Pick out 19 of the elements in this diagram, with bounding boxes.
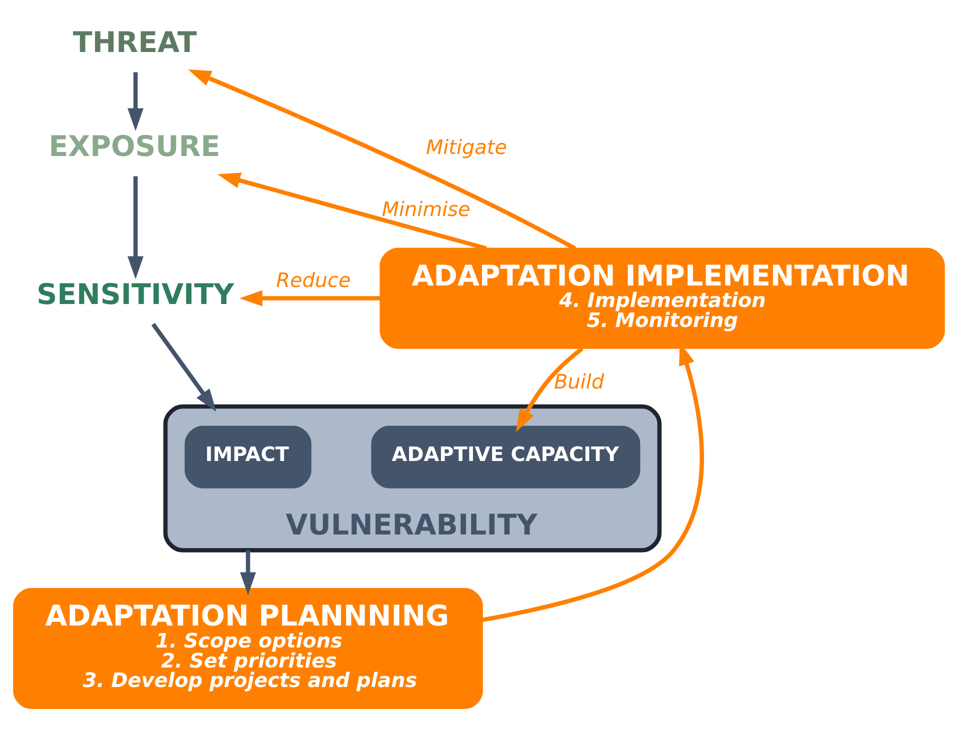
arrow [217,172,487,250]
arrow [188,69,576,250]
node-text: EXPOSURE [48,130,220,163]
arrow [151,322,216,412]
arrow [240,290,380,306]
node-box: ADAPTATION IMPLEMENTATION 4. Implementation 5. Monitoring [380,248,945,349]
edge-label: Mitigate [426,136,507,160]
node-text: THREAT [72,26,197,60]
arrow [128,72,144,132]
arrow [128,176,144,280]
arrow [516,346,584,432]
node-box: IMPACT [184,426,312,488]
node-box: ADAPTIVE CAPACITY [371,426,640,488]
edge-label: Reduce [276,269,351,292]
node-text: SENSITIVITY [36,278,234,311]
arrow [240,550,256,596]
node-box: ADAPTATION PLANNNING 1. Scope options 2. Set priorities 3. Develop projects and plans [13,588,483,710]
edge-label: Minimise [382,198,470,222]
edge-label: Build [554,370,604,394]
